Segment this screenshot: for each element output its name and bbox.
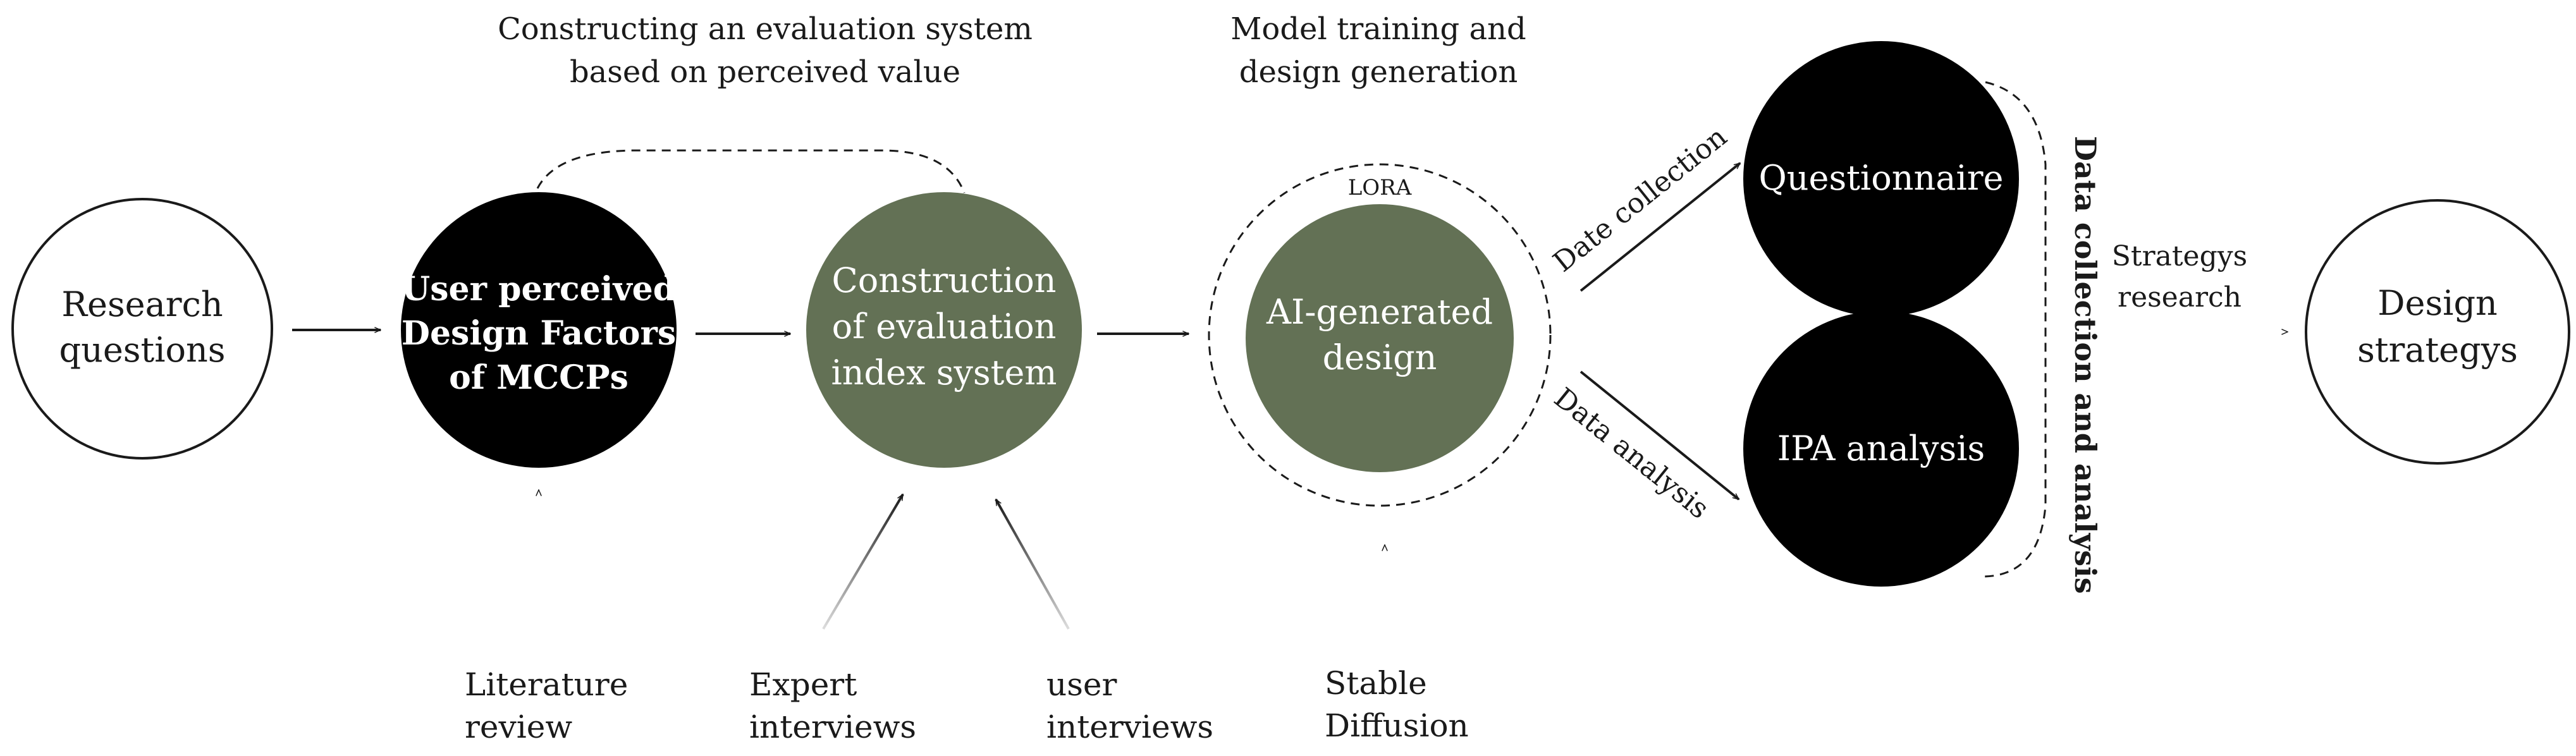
construction-line3: index system [831,353,1057,393]
heading-stage2-line2: design generation [1239,54,1518,90]
ipa-analysis-label: IPA analysis [1777,429,1985,468]
node-questionnaire [1743,41,2019,317]
literature-review-line2: review [465,709,572,745]
heading-stage2-line1: Model training and [1230,11,1526,47]
node-design-strategys [2305,199,2570,465]
construction-line1: Construction [831,260,1056,300]
ai-generated-line1: AI-generated [1266,292,1493,332]
arrow-ai-to-ipa [1579,370,1739,501]
user-perceived-line2: Design Factors [402,314,676,353]
design-strategys-line2: strategys [2357,330,2518,370]
user-interviews-line1: user [1046,666,1117,703]
edge-label-data-analysis: Data analysis [1548,382,1715,525]
research-questions-line1: Research [61,284,223,324]
lora-dashed-ring [1208,163,1552,507]
stable-diffusion-line1: Stable [1325,665,1427,702]
node-user-perceived-factors [401,192,677,468]
node-research-questions [11,198,273,460]
stable-diffusion-line2: Diffusion [1325,707,1469,744]
expert-interviews-line2: interviews [749,709,916,745]
heading-stage1-line2: based on perceived value [570,54,960,90]
literature-review-line1: Literature [465,666,628,703]
ai-generated-line2: design [1323,338,1437,377]
arrow-user-interviews [995,499,1070,630]
construction-line2: of evaluation [832,307,1057,346]
expert-interviews-line1: Expert [749,666,857,703]
node-ai-generated-design [1246,204,1514,472]
node-ipa-analysis [1743,311,2019,587]
dashed-link-factors-construction [536,149,966,193]
lora-label: LORA [1348,175,1412,200]
user-interviews-line2: interviews [1046,709,1213,745]
research-questions-line2: questions [59,330,226,370]
arrow-ai-to-questionnaire [1579,162,1740,292]
design-strategys-line1: Design [2377,283,2498,323]
edge-label-date-collection: Date collection [1547,121,1733,279]
strategys-research-line1: Strategys [2112,240,2247,272]
vertical-label-data-collection-analysis: Data collection and analysis [2068,136,2102,594]
node-construction [806,192,1082,468]
dashed-bracket-data-collection [1978,81,2047,578]
questionnaire-label: Questionnaire [1759,158,2004,198]
arrow-expert-interviews [822,494,904,630]
strategys-research-line2: research [2118,281,2242,314]
user-perceived-line1: User perceived [402,270,676,308]
heading-stage1-line1: Constructing an evaluation system [498,11,1033,47]
user-perceived-line3: of MCCPs [449,358,629,397]
